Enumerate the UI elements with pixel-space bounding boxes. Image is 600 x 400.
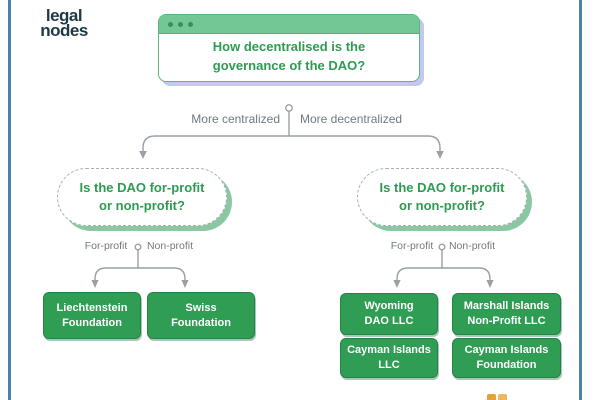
l2-left-branch [94, 267, 186, 280]
window-control-dot-icon [188, 21, 193, 27]
logo-line2: nodes [40, 21, 88, 40]
label-left-non-profit: Non-profit [146, 240, 194, 252]
arrow-down-icon [91, 280, 99, 288]
arrow-down-icon [139, 151, 147, 159]
label-right-for-profit: For-profit [390, 240, 434, 252]
watermark-fragment [487, 394, 509, 400]
arrow-down-icon [181, 280, 189, 288]
arrow-down-icon [436, 151, 444, 159]
label-right-non-profit: Non-profit [448, 240, 496, 252]
arrow-down-icon [486, 280, 494, 288]
watermark-icon [487, 394, 496, 400]
main-question: How decentralised is the governance of t… [212, 39, 366, 73]
outcome-box-marshall-islands-non-profit-llc: Marshall Islands Non-Profit LLC [452, 293, 561, 335]
outcome-box-wyoming-dao-llc: Wyoming DAO LLC [340, 293, 438, 335]
outcome-box-swiss-foundation: Swiss Foundation [147, 292, 255, 339]
outcome-box-liechtenstein-foundation: Liechtenstein Foundation [43, 292, 141, 339]
label-left-for-profit: For-profit [84, 240, 128, 252]
question-window: How decentralised is the governance of t… [158, 14, 420, 82]
label-more-centralized: More centralized [191, 112, 280, 126]
left-frame-line [8, 0, 11, 400]
l1-branch [142, 135, 441, 151]
arrow-down-icon [393, 280, 401, 288]
window-control-dot-icon [168, 21, 173, 27]
connector-node-circle [285, 104, 293, 112]
label-more-decentralized: More decentralized [300, 112, 403, 126]
window-titlebar [159, 15, 419, 34]
legal-nodes-logo: legal nodes [33, 6, 95, 40]
outcome-box-cayman-islands-foundation: Cayman Islands Foundation [452, 338, 561, 378]
logo-line1: legal [45, 6, 83, 25]
left-question-pill: Is the DAO for-profit or non-profit? [57, 168, 227, 226]
l2-right-branch [396, 267, 491, 280]
watermark-icon [498, 394, 507, 400]
right-question-pill: Is the DAO for-profit or non-profit? [357, 168, 527, 226]
right-frame-line [579, 0, 582, 400]
window-control-dot-icon [178, 21, 183, 27]
outcome-box-cayman-islands-llc: Cayman Islands LLC [340, 338, 438, 378]
